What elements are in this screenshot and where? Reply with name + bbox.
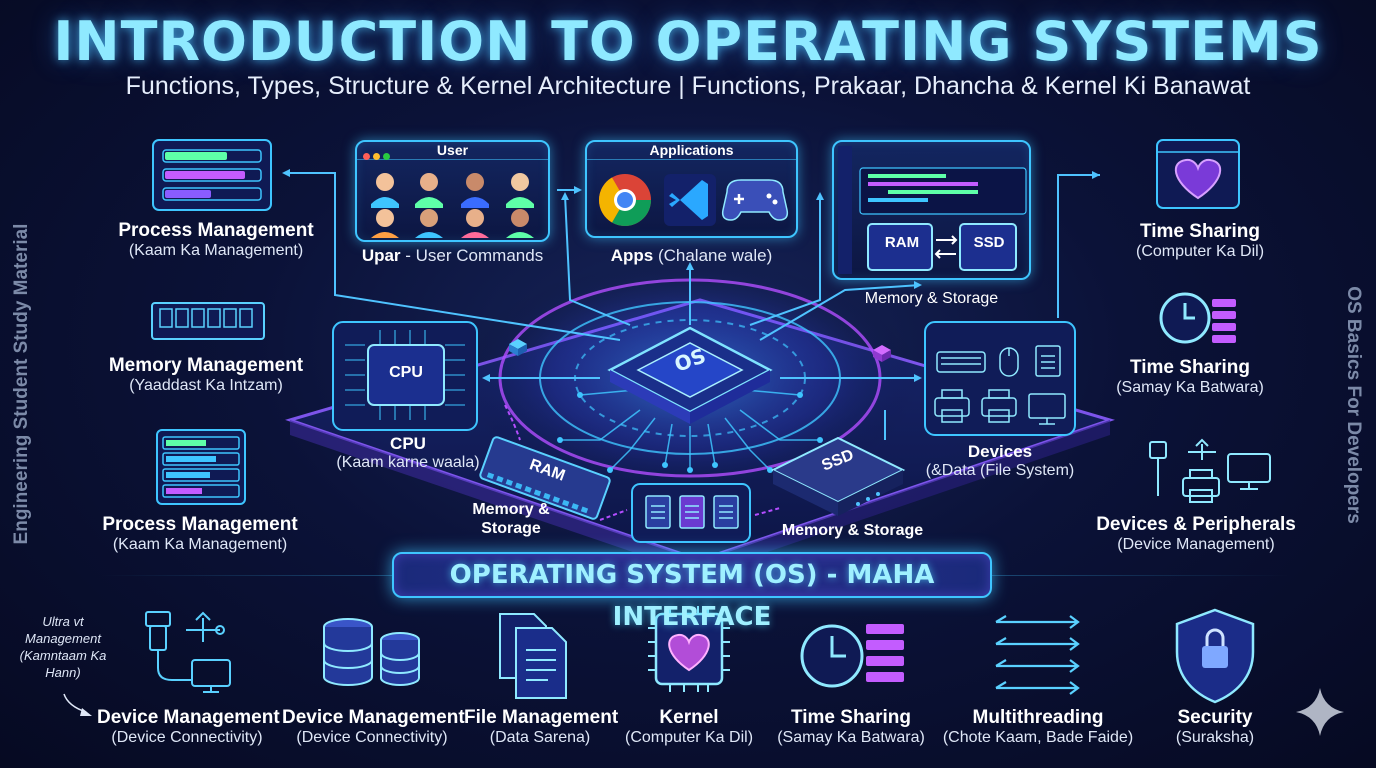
gamepad-icon xyxy=(721,179,789,221)
app-icons xyxy=(599,174,789,226)
ssd-label: SSD xyxy=(973,234,1005,251)
bottom-item-5: Multithreading (Chote Kaam, Bade Faide) xyxy=(942,707,1134,746)
bottom-item-3: Kernel (Computer Ka Dil) xyxy=(624,707,754,746)
circuit-traces xyxy=(560,389,820,471)
shield-lock-icon xyxy=(1175,608,1255,704)
heart-chip-icon xyxy=(648,606,730,692)
ram-module-icon xyxy=(151,302,265,340)
left-item-1: Memory Management (Yaaddast Ka Intzam) xyxy=(108,355,304,394)
left-item-0: Process Management (Kaam Ka Management) xyxy=(118,220,314,259)
clock-icon xyxy=(1159,292,1236,344)
left-item-2: Process Management (Kaam Ka Management) xyxy=(102,514,298,553)
memory-right-caption: Memory & Storage xyxy=(781,522,924,539)
bottom-item-1: Device Management (Device Connectivity) xyxy=(282,707,465,746)
connector-lines xyxy=(285,172,1100,440)
bottom-item-4: Time Sharing (Samay Ka Batwara) xyxy=(777,707,925,746)
bottom-item-0: Device Management (Device Connectivity) xyxy=(97,707,280,746)
cube-accent-right xyxy=(873,345,891,362)
user-avatars xyxy=(371,173,534,238)
usb-peripherals-icon xyxy=(1149,438,1271,503)
progress-bars-icon xyxy=(152,139,272,211)
server-rack-icon xyxy=(156,429,246,505)
mouse-icon xyxy=(999,347,1019,377)
ssd-box xyxy=(770,436,906,516)
memory-left-caption: Memory & Storage xyxy=(472,501,550,537)
usb-device-icon xyxy=(145,611,231,693)
right-item-1: Time Sharing (Samay Ka Batwara) xyxy=(1116,357,1264,396)
vscode-icon xyxy=(664,174,716,226)
keyboard-icon xyxy=(936,351,986,373)
clock-bottom-icon xyxy=(800,624,904,688)
heart-window-icon xyxy=(1156,139,1240,209)
ram-stick xyxy=(479,436,611,520)
files-icon xyxy=(499,613,567,699)
threads-icon xyxy=(995,615,1080,695)
page-subtitle: Functions, Types, Structure & Kernel Arc… xyxy=(125,72,1251,100)
cpu-chip-label: CPU xyxy=(389,364,423,381)
os-chip xyxy=(607,326,773,424)
page-title: INTRODUCTION TO OPERATING SYSTEMS xyxy=(53,10,1323,73)
sparkle-icon xyxy=(1296,688,1344,736)
cpu-caption: CPU (Kaam karne waala) xyxy=(336,434,480,471)
bottom-item-2: File Management (Data Sarena) xyxy=(464,707,619,746)
user-avatar-icon xyxy=(371,173,534,238)
database-icon xyxy=(323,618,420,686)
file-panel xyxy=(631,483,751,543)
apps-panel-label: Apps (Chalane wale) xyxy=(610,246,773,265)
user-panel-label: Upar - User Commands xyxy=(361,246,544,265)
chrome-icon xyxy=(599,174,651,226)
document-icon xyxy=(1035,345,1061,377)
cube-accent-left xyxy=(509,339,527,356)
right-item-0: Time Sharing (Computer Ka Dil) xyxy=(1135,221,1265,260)
bottom-item-6: Security (Suraksha) xyxy=(1175,707,1255,746)
memory-panel: RAM SSD xyxy=(832,140,1031,280)
cpu-panel xyxy=(332,321,478,431)
os-banner: OPERATING SYSTEM (OS) - MAHA INTERFACE xyxy=(392,552,992,632)
printer-icon xyxy=(934,389,1017,423)
devices-panel xyxy=(924,321,1076,436)
ram-label: RAM xyxy=(884,234,920,251)
devices-caption: Devices (&Data (File System) xyxy=(925,442,1075,479)
right-item-2: Devices & Peripherals (Device Management… xyxy=(1096,514,1296,553)
memory-panel-graphic xyxy=(838,146,1027,274)
apps-panel: Applications xyxy=(585,140,798,238)
apps-panel-header: Applications xyxy=(649,142,734,158)
monitor-icon xyxy=(1028,393,1066,425)
side-note: Ultra vt Management (Kamntaam Ka Hann) xyxy=(19,614,107,680)
user-panel: User xyxy=(355,140,550,242)
file-doc-icon xyxy=(645,495,739,529)
memory-panel-label: Memory & Storage xyxy=(864,290,999,307)
user-panel-header: User xyxy=(436,142,469,158)
